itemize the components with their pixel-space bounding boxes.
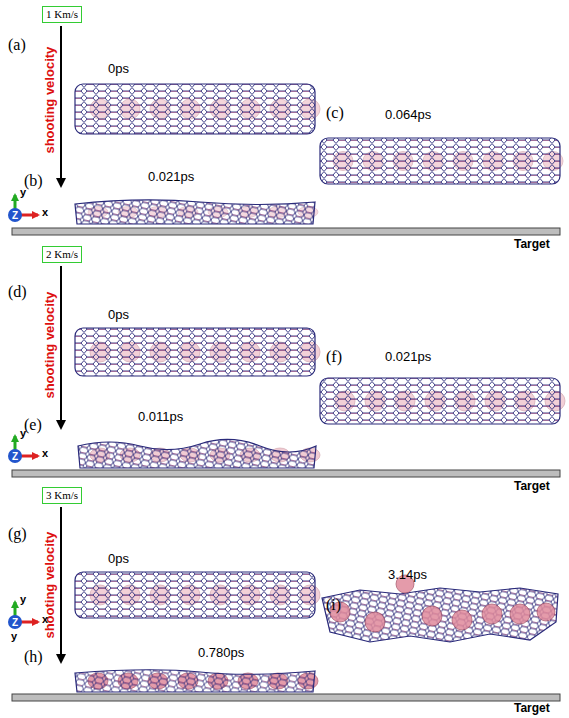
target-label: Target — [514, 238, 550, 251]
panel-letter: (d) — [8, 283, 27, 301]
target-label: Target — [514, 702, 550, 715]
panel-letter: (h) — [24, 648, 43, 666]
velocity-axis-label: shooting velocity — [43, 292, 57, 399]
velocity-axis-label: shooting velocity — [43, 47, 57, 154]
panel-letter: (f) — [326, 348, 342, 366]
axis-label: y — [20, 427, 26, 439]
axis-label: x — [42, 613, 48, 625]
panel-letter: (i) — [326, 596, 341, 614]
velocity-text: 3 Km/s — [46, 489, 78, 501]
velocity-box: 2 Km/s — [42, 246, 82, 263]
time-label: 0.064ps — [385, 108, 431, 122]
panel-letter: (e) — [24, 416, 42, 434]
axis-label: x — [42, 447, 48, 459]
axis-label: Z — [12, 210, 18, 221]
axis-label: y — [20, 186, 26, 198]
panel-letter: (b) — [24, 172, 43, 190]
velocity-box: 3 Km/s — [42, 487, 82, 504]
velocity-text: 1 Km/s — [46, 8, 78, 20]
panel-letter: (g) — [8, 525, 27, 543]
time-label: 0.011ps — [138, 410, 183, 424]
axis-label: y — [11, 630, 17, 642]
axis-label: Z — [12, 451, 18, 462]
axis-label: Z — [12, 617, 18, 628]
time-label: 0ps — [108, 552, 129, 566]
velocity-box: 1 Km/s — [42, 6, 82, 23]
axis-label: y — [20, 593, 26, 605]
time-label: 3.14ps — [388, 568, 427, 582]
time-label: 0.021ps — [148, 170, 194, 184]
time-label: 0.780ps — [198, 646, 244, 660]
panel-letter: (c) — [326, 104, 344, 122]
target-label: Target — [514, 480, 550, 493]
axis-label: x — [42, 206, 48, 218]
velocity-text: 2 Km/s — [46, 248, 78, 260]
panel-letter: (a) — [8, 36, 26, 54]
time-label: 0ps — [108, 308, 129, 322]
time-label: 0.021ps — [385, 350, 431, 364]
time-label: 0ps — [108, 62, 129, 76]
